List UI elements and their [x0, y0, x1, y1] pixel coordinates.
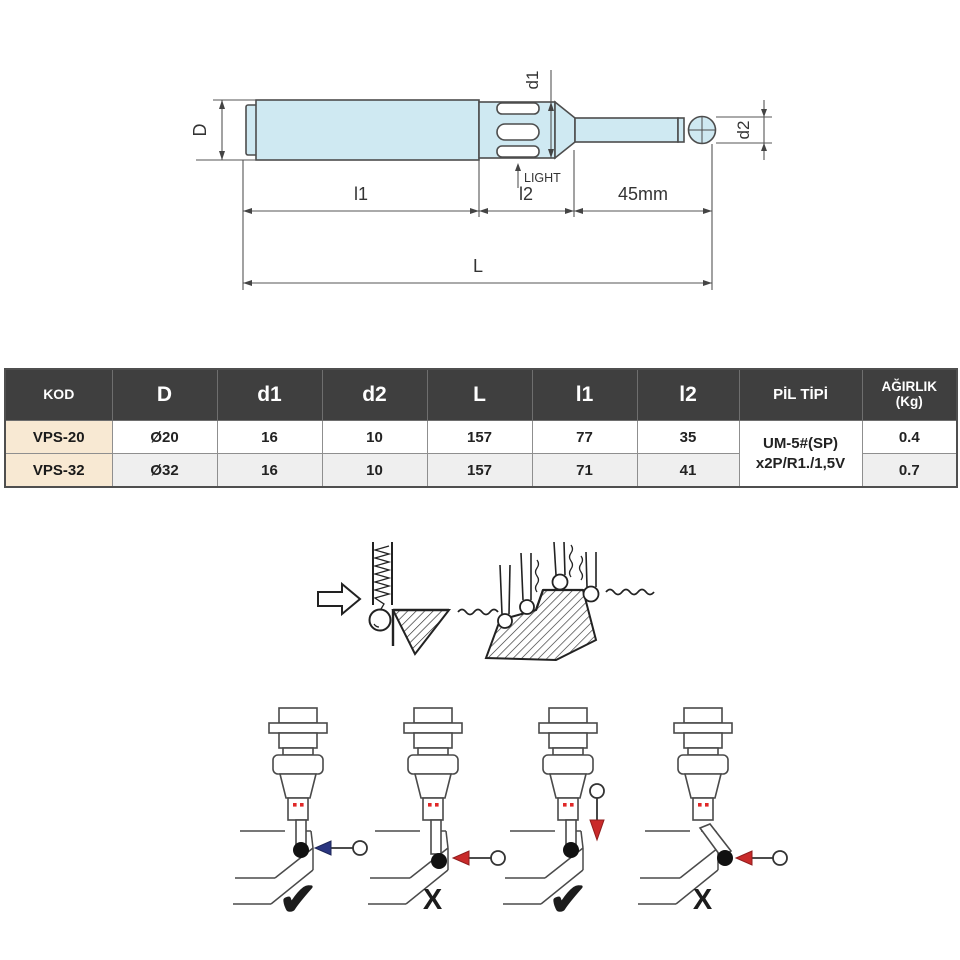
- contact-point: [563, 842, 579, 858]
- dimension-lines: [196, 70, 772, 290]
- probe-technical-drawing: D d1 d2 l1 l2 45mm L LIGHT: [190, 70, 772, 290]
- x-mark-icon: X: [692, 884, 714, 916]
- dim-label-d1: d1: [523, 71, 542, 90]
- cell-D: Ø32: [111, 453, 218, 488]
- check-mark-icon: ✔: [548, 873, 588, 925]
- col-header-L: L: [426, 368, 533, 421]
- table-row: VPS-20 Ø20 16 10 157 77 35 UM-5#(SP) x2P…: [4, 420, 958, 488]
- tilted-stylus: [698, 823, 733, 860]
- surface-wave-right: [605, 588, 655, 596]
- usage-diagram-vertical-correct: [502, 707, 605, 905]
- cell-agirlik: 0.7: [861, 453, 958, 488]
- table-row: VPS-32 Ø32 16 10 157 71 41 0.7: [4, 453, 958, 488]
- dim-label-D: D: [190, 124, 210, 137]
- dim-label-45mm: 45mm: [618, 184, 668, 204]
- cell-kod: VPS-20: [4, 420, 113, 454]
- cell-l1: 71: [531, 453, 638, 488]
- probe-body-shape: [245, 99, 717, 161]
- col-header-agirlik-line2: (Kg): [895, 394, 923, 409]
- usage-diagram-tilted-incorrect: [637, 707, 788, 905]
- usage-diagram-side-correct: [232, 707, 368, 905]
- probe-ball: [519, 599, 535, 615]
- cell-D: Ø20: [111, 420, 218, 454]
- x-mark-icon: X: [422, 884, 444, 916]
- col-header-l1: l1: [531, 368, 638, 421]
- col-header-d1: d1: [216, 368, 323, 421]
- cell-l2: 35: [636, 420, 740, 454]
- battery-line2: x2P/R1./1,5V: [755, 454, 846, 472]
- col-header-d2: d2: [321, 368, 428, 421]
- approach-arrow-correct-vertical: [589, 783, 605, 842]
- table-header-row: KOD D d1 d2 L l1 l2 PİL TİPİ AĞIRLIK (Kg…: [4, 368, 958, 421]
- cell-kod: VPS-32: [4, 453, 113, 488]
- cell-l2: 41: [636, 453, 740, 488]
- approach-arrow-correct: [313, 840, 368, 856]
- col-header-D: D: [111, 368, 218, 421]
- cell-battery: UM-5#(SP) x2P/R1./1,5V: [738, 420, 863, 488]
- check-mark-icon: ✔: [278, 873, 318, 925]
- workpiece-hatched: [391, 609, 452, 656]
- probe-ball: [368, 608, 392, 632]
- approach-arrow-incorrect: [451, 850, 506, 866]
- col-header-agirlik-line1: AĞIRLIK: [881, 379, 938, 395]
- cell-L: 157: [426, 453, 533, 488]
- contact-point: [293, 842, 309, 858]
- usage-diagram-shank-incorrect: [367, 707, 506, 905]
- approach-arrow-incorrect: [734, 850, 788, 866]
- dim-label-l2: l2: [519, 184, 533, 204]
- dim-label-L: L: [473, 256, 483, 276]
- probe-ball: [551, 573, 569, 591]
- surface-wave-left: [457, 608, 499, 616]
- probe-ball: [582, 585, 600, 603]
- col-header-piltipi: PİL TİPİ: [738, 368, 863, 421]
- cell-d1: 16: [216, 420, 323, 454]
- contact-point: [717, 850, 733, 866]
- probe-ball: [497, 613, 513, 629]
- col-header-kod: KOD: [4, 368, 113, 421]
- dim-label-d2: d2: [734, 121, 753, 140]
- cell-d2: 10: [321, 453, 428, 488]
- cell-L: 157: [426, 420, 533, 454]
- usage-sketch-stepped-surface: [457, 541, 655, 662]
- dimension-arrowheads: [219, 100, 767, 286]
- direction-arrow-icon: [317, 581, 362, 617]
- usage-sketch-spring-probe: [317, 542, 452, 656]
- dimension-labels: D d1 d2 l1 l2 45mm L LIGHT: [190, 71, 753, 276]
- battery-line1: UM-5#(SP): [762, 435, 838, 452]
- col-header-l2: l2: [636, 368, 740, 421]
- light-label: LIGHT: [524, 171, 561, 185]
- cell-d2: 10: [321, 420, 428, 454]
- spec-table: KOD D d1 d2 L l1 l2 PİL TİPİ AĞIRLIK (Kg…: [4, 368, 958, 488]
- dim-label-l1: l1: [354, 184, 368, 204]
- cell-l1: 77: [531, 420, 638, 454]
- col-header-agirlik: AĞIRLIK (Kg): [861, 368, 958, 421]
- contact-point: [431, 853, 447, 869]
- cell-d1: 16: [216, 453, 323, 488]
- cell-agirlik: 0.4: [861, 420, 958, 454]
